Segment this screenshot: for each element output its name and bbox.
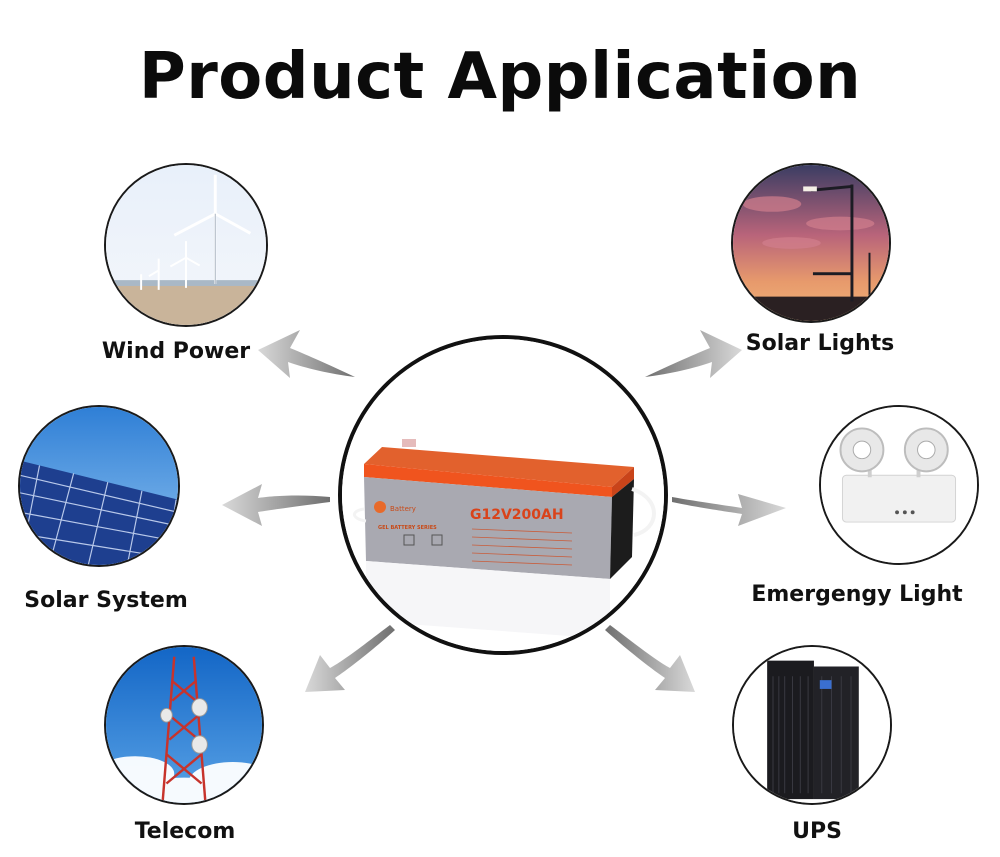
battery-series-text: GEL BATTERY SERIES [378,525,437,531]
label-solar-system: Solar System [24,588,188,613]
arrow-ups [605,625,695,692]
svg-text:Battery: Battery [390,505,416,513]
label-solar-lights: Solar Lights [745,331,895,356]
ups-image [732,645,892,805]
solar-lights-image [731,163,891,323]
label-ups: UPS [792,819,842,844]
arrow-wind-power [258,330,355,378]
battery-model-text: G12V200AH [470,507,564,523]
emergency-light-image [819,405,979,565]
arrow-solar-system [222,484,330,526]
wind-power-image [104,163,268,327]
label-wind-power: Wind Power [101,339,251,364]
arrow-solar-lights [645,330,742,378]
arrow-emergency-light [672,494,786,526]
battery-product-image: Battery G12V200AH GEL BATTERY SERIES [338,335,668,655]
solar-system-image [18,405,180,567]
telecom-image [104,645,264,805]
label-emergency-light: Emergengy Light [751,582,963,607]
label-telecom: Telecom [134,819,236,844]
page-title: Product Application [138,40,862,114]
arrow-telecom [305,625,395,692]
